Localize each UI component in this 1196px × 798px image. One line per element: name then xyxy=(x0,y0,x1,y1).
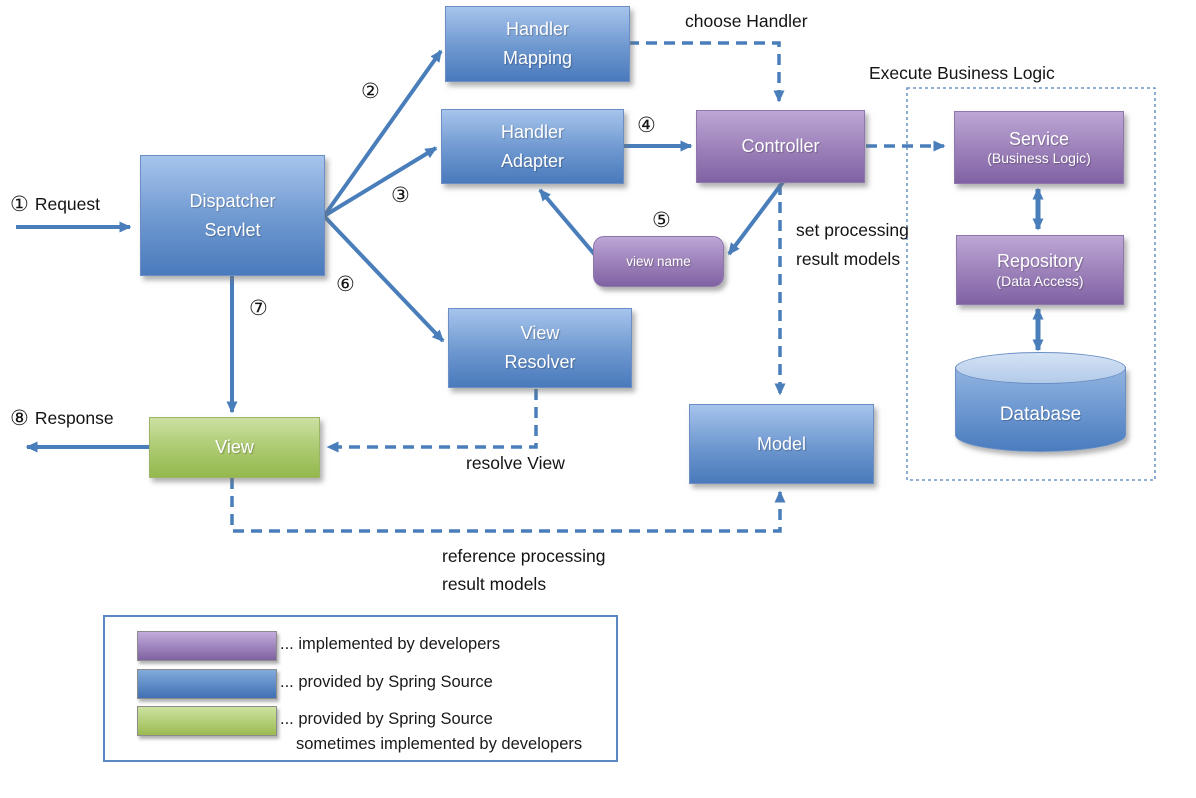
legend-box: ... implemented by developers ... provid… xyxy=(103,615,618,762)
request-text: Request xyxy=(34,194,101,214)
repository-sublabel: (Data Access) xyxy=(996,272,1084,289)
legend-label-green-line1: ... provided by Spring Source xyxy=(280,710,493,728)
legend-swatch-blue xyxy=(137,669,277,699)
handler-adapter-node: Handler Adapter xyxy=(441,109,624,184)
dispatcher-servlet-node: Dispatcher Servlet xyxy=(140,155,325,276)
model-label: Model xyxy=(756,433,807,454)
database-cylinder-top xyxy=(955,352,1126,384)
controller-label: Controller xyxy=(741,136,820,157)
choose-handler-annotation: choose Handler xyxy=(685,11,808,31)
legend-label-blue: ... provided by Spring Source xyxy=(280,673,493,691)
service-sublabel: (Business Logic) xyxy=(987,150,1091,166)
database-node: Database xyxy=(955,352,1126,452)
view-resolver-label: View Resolver xyxy=(504,323,576,372)
database-label: Database xyxy=(999,404,1082,425)
step-3-marker: ③ xyxy=(391,184,410,207)
controller-node: Controller xyxy=(696,110,865,183)
step-5-marker: ⑤ xyxy=(652,209,671,232)
repository-label: Repository xyxy=(996,251,1084,271)
service-node: Service (Business Logic) xyxy=(954,111,1124,184)
arrow-controller-to-view-name xyxy=(727,180,785,256)
response-text: Response xyxy=(34,408,114,428)
legend-label-green-line2: sometimes implemented by developers xyxy=(296,735,583,753)
view-name-label: view name xyxy=(626,253,691,269)
execute-business-logic-group-border xyxy=(906,87,1156,481)
handler-adapter-label: Handler Adapter xyxy=(500,121,565,171)
arrow-step3-to-handler-adapter xyxy=(322,146,438,218)
repository-node: Repository (Data Access) xyxy=(956,235,1124,305)
arrow-view-name-to-handler-adapter xyxy=(538,188,603,264)
legend-swatch-purple xyxy=(137,631,277,661)
step-4-marker: ④ xyxy=(637,114,656,137)
view-label: View xyxy=(215,437,254,458)
legend-swatch-green xyxy=(137,706,277,736)
view-resolver-node: View Resolver xyxy=(448,308,632,388)
execute-business-logic-annotation: Execute Business Logic xyxy=(869,63,1055,83)
arrow-step2-to-handler-mapping xyxy=(322,49,443,218)
service-label: Service xyxy=(1008,128,1070,149)
set-processing-annotation: set processing result models xyxy=(796,220,909,269)
step-2-marker: ② xyxy=(361,80,380,103)
step-8-marker: ⑧ xyxy=(10,407,29,430)
step-7-marker: ⑦ xyxy=(249,297,268,320)
dashed-choose-handler-path xyxy=(628,41,785,103)
reference-processing-annotation: reference processing result models xyxy=(442,546,606,594)
dispatcher-servlet-label: Dispatcher Servlet xyxy=(189,190,276,240)
request-label: ① Request xyxy=(10,194,100,215)
arrow-step6-to-view-resolver xyxy=(322,214,445,343)
dashed-view-resolver-to-view xyxy=(326,389,538,453)
step-6-marker: ⑥ xyxy=(336,273,355,296)
handler-mapping-node: Handler Mapping xyxy=(445,6,630,82)
view-name-node: view name xyxy=(593,236,724,287)
dashed-view-to-model-reference xyxy=(230,478,786,533)
view-node: View xyxy=(149,417,320,478)
handler-mapping-label: Handler Mapping xyxy=(502,19,573,68)
response-label: ⑧ Response xyxy=(10,408,114,429)
resolve-view-annotation: resolve View xyxy=(466,453,565,473)
step-1-marker: ① xyxy=(10,193,29,216)
model-node: Model xyxy=(689,404,874,484)
legend-label-purple: ... implemented by developers xyxy=(280,635,501,653)
